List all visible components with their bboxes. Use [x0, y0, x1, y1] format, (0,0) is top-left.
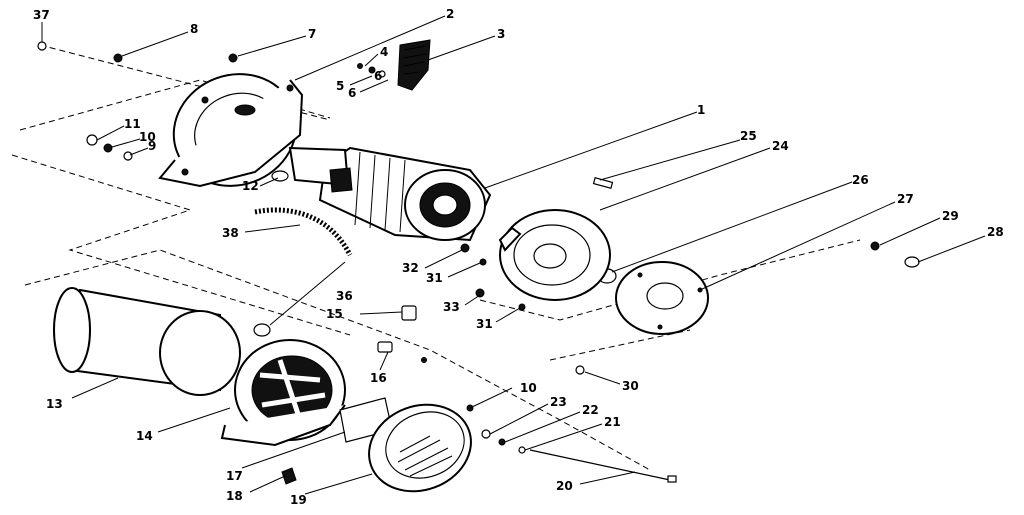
callout-13: 13: [46, 397, 63, 411]
callout-8: 8: [190, 22, 198, 36]
callout-7: 7: [308, 27, 316, 41]
callout-2: 2: [446, 7, 454, 21]
callout-25: 25: [740, 129, 757, 143]
callout-38: 38: [222, 226, 239, 240]
callout-11: 11: [124, 117, 141, 131]
callout-23: 23: [550, 395, 567, 409]
callout-10-bottom: 10: [520, 381, 537, 395]
callout-4: 4: [380, 45, 388, 59]
hardware-parts: [37, 41, 920, 485]
callout-36: 36: [336, 289, 353, 303]
callout-9: 9: [148, 139, 156, 153]
callout-37: 37: [33, 8, 50, 22]
leader-lines: [41, 15, 986, 495]
callout-26: 26: [852, 173, 869, 187]
callout-1: 1: [697, 103, 705, 117]
callout-22: 22: [582, 403, 599, 417]
cord: [253, 207, 353, 337]
callout-29: 29: [942, 209, 959, 223]
end-cover: [368, 403, 472, 493]
callout-12: 12: [242, 179, 259, 193]
callout-31-bottom: 31: [476, 317, 493, 331]
callout-16: 16: [370, 371, 387, 385]
callout-6-small: 6: [374, 69, 382, 83]
callout-28: 28: [987, 225, 1004, 239]
callout-10-top: 10: [139, 130, 156, 144]
callout-33: 33: [443, 300, 460, 314]
callout-32: 32: [402, 261, 419, 275]
callout-18: 18: [226, 489, 243, 503]
callout-27: 27: [897, 192, 914, 206]
callout-21: 21: [604, 415, 621, 429]
callout-14: 14: [136, 429, 153, 443]
housing-shell: [53, 287, 241, 396]
end-bracket-left: [158, 73, 304, 188]
callout-labels: 37 8 7 2 3 4 5 6 6 11 10 9 12 1 25 24 26…: [33, 7, 1004, 507]
callout-15: 15: [326, 307, 343, 321]
callout-5: 5: [336, 79, 344, 93]
fan-shroud: [220, 339, 346, 447]
end-plate: [615, 261, 709, 335]
callout-31-top: 31: [426, 271, 443, 285]
end-bracket-right: [498, 209, 611, 301]
callout-17: 17: [226, 469, 243, 483]
callout-24: 24: [772, 139, 789, 153]
callout-19: 19: [290, 493, 307, 507]
callout-30: 30: [622, 379, 639, 393]
callout-3: 3: [497, 27, 505, 41]
callout-6: 6: [348, 86, 356, 100]
brush-assembly: [397, 39, 431, 91]
callout-20: 20: [556, 479, 573, 493]
motor-core: [288, 146, 492, 242]
